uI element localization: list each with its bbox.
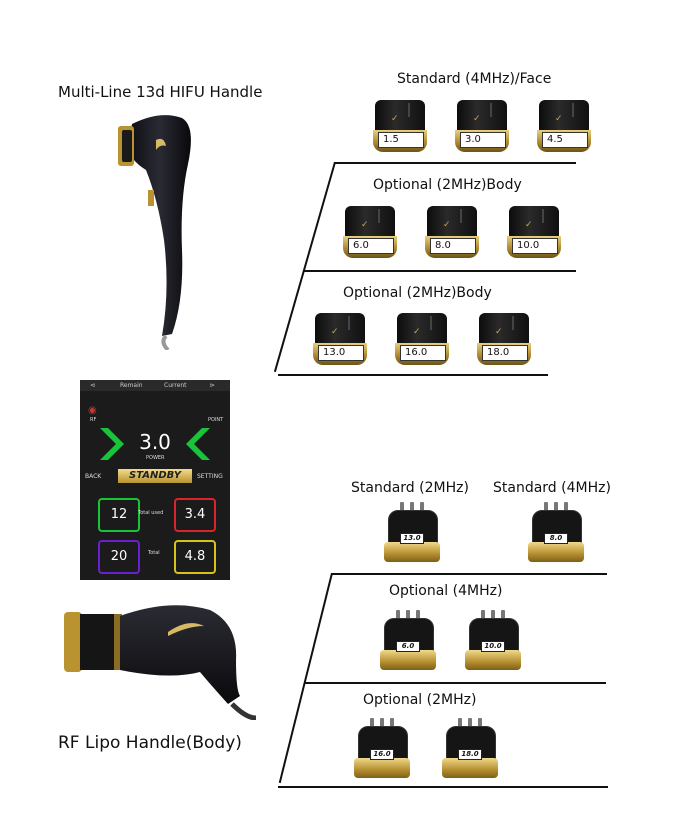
left-arrow-icon: ⊲ — [90, 382, 96, 389]
divider — [278, 374, 548, 376]
rf-handle-image — [64, 605, 257, 720]
setting-button[interactable]: SETTING — [197, 473, 223, 480]
divider — [304, 682, 606, 684]
back-button[interactable]: BACK — [85, 473, 102, 480]
hifu-cartridge: ✓16.0 — [393, 313, 451, 369]
interval-value[interactable]: 4.8 — [174, 540, 216, 574]
cartridge-depth: 18.0 — [458, 749, 482, 760]
rf-handle-title: RF Lipo Handle(Body) — [58, 733, 242, 753]
current-label: Current — [164, 382, 187, 389]
rf-label: RF — [90, 417, 97, 423]
rf-group-3-label: Optional (2MHz) — [363, 692, 477, 708]
power-arrows — [100, 428, 210, 460]
length-value[interactable]: 20 — [98, 540, 140, 574]
rf-cartridge: 13.0 — [384, 502, 440, 564]
rf-group-1-label-a: Standard (2MHz) — [351, 480, 469, 496]
cartridge-depth: 8.0 — [430, 238, 476, 254]
cartridge-depth: 16.0 — [400, 345, 446, 361]
cartridge-depth: 3.0 — [460, 132, 506, 148]
hifu-cartridge: ✓4.5 — [535, 100, 593, 156]
divider — [304, 270, 576, 272]
divider — [331, 573, 607, 575]
right-arrow-icon: ⊳ — [210, 382, 216, 389]
status-badge: STANDBY — [118, 469, 192, 483]
cartridge-depth: 13.0 — [400, 533, 424, 544]
divider — [278, 786, 608, 788]
power-value: 3.0 — [139, 430, 171, 454]
cartridge-depth: 10.0 — [512, 238, 558, 254]
panel-top-bar: ⊲ Remain Current ⊳ — [80, 380, 230, 391]
total-label: Total — [148, 550, 160, 556]
rf-cartridge: 10.0 — [465, 610, 521, 672]
point-label: POINT — [208, 417, 224, 423]
hifu-cartridge: ✓3.0 — [453, 100, 511, 156]
rf-cartridge: 6.0 — [380, 610, 436, 672]
cartridge-depth: 10.0 — [481, 641, 505, 652]
hifu-group-3-label: Optional (2MHz)Body — [343, 285, 492, 301]
hifu-cartridge: ✓8.0 — [423, 206, 481, 262]
remain-label: Remain — [120, 382, 143, 389]
rf-icon: ◉ — [88, 405, 97, 416]
rf-group-1-label-b: Standard (4MHz) — [493, 480, 611, 496]
rf-cartridge: 18.0 — [442, 718, 498, 780]
hifu-cartridge: ✓6.0 — [341, 206, 399, 262]
width-value[interactable]: 12 — [98, 498, 140, 532]
control-panel: ⊲ Remain Current ⊳ ◉ RF POINT 3.0 POWER … — [80, 380, 230, 580]
hifu-cartridge: ✓13.0 — [311, 313, 369, 369]
hifu-cartridge: ✓10.0 — [505, 206, 563, 262]
hifu-handle-title: Multi-Line 13d HIFU Handle — [58, 83, 263, 101]
rf-cartridge: 8.0 — [528, 502, 584, 564]
cartridge-depth: 8.0 — [544, 533, 568, 544]
divider — [334, 162, 576, 164]
rf-group-2-label: Optional (4MHz) — [389, 583, 503, 599]
hifu-handle-image — [118, 115, 191, 350]
cartridge-depth: 6.0 — [396, 641, 420, 652]
hifu-group-1-label: Standard (4MHz)/Face — [397, 71, 552, 87]
divider-diagonal — [278, 573, 333, 784]
hifu-group-2-label: Optional (2MHz)Body — [373, 177, 522, 193]
total-used-label: Total used — [138, 510, 164, 516]
cartridge-depth: 13.0 — [318, 345, 364, 361]
cartridge-depth: 6.0 — [348, 238, 394, 254]
power-label: POWER — [146, 455, 165, 461]
cartridge-depth: 18.0 — [482, 345, 528, 361]
cartridge-depth: 16.0 — [370, 749, 394, 760]
hifu-cartridge: ✓18.0 — [475, 313, 533, 369]
cartridge-depth: 4.5 — [542, 132, 588, 148]
pitch-value[interactable]: 3.4 — [174, 498, 216, 532]
rf-cartridge: 16.0 — [354, 718, 410, 780]
cartridge-depth: 1.5 — [378, 132, 424, 148]
hifu-cartridge: ✓1.5 — [371, 100, 429, 156]
